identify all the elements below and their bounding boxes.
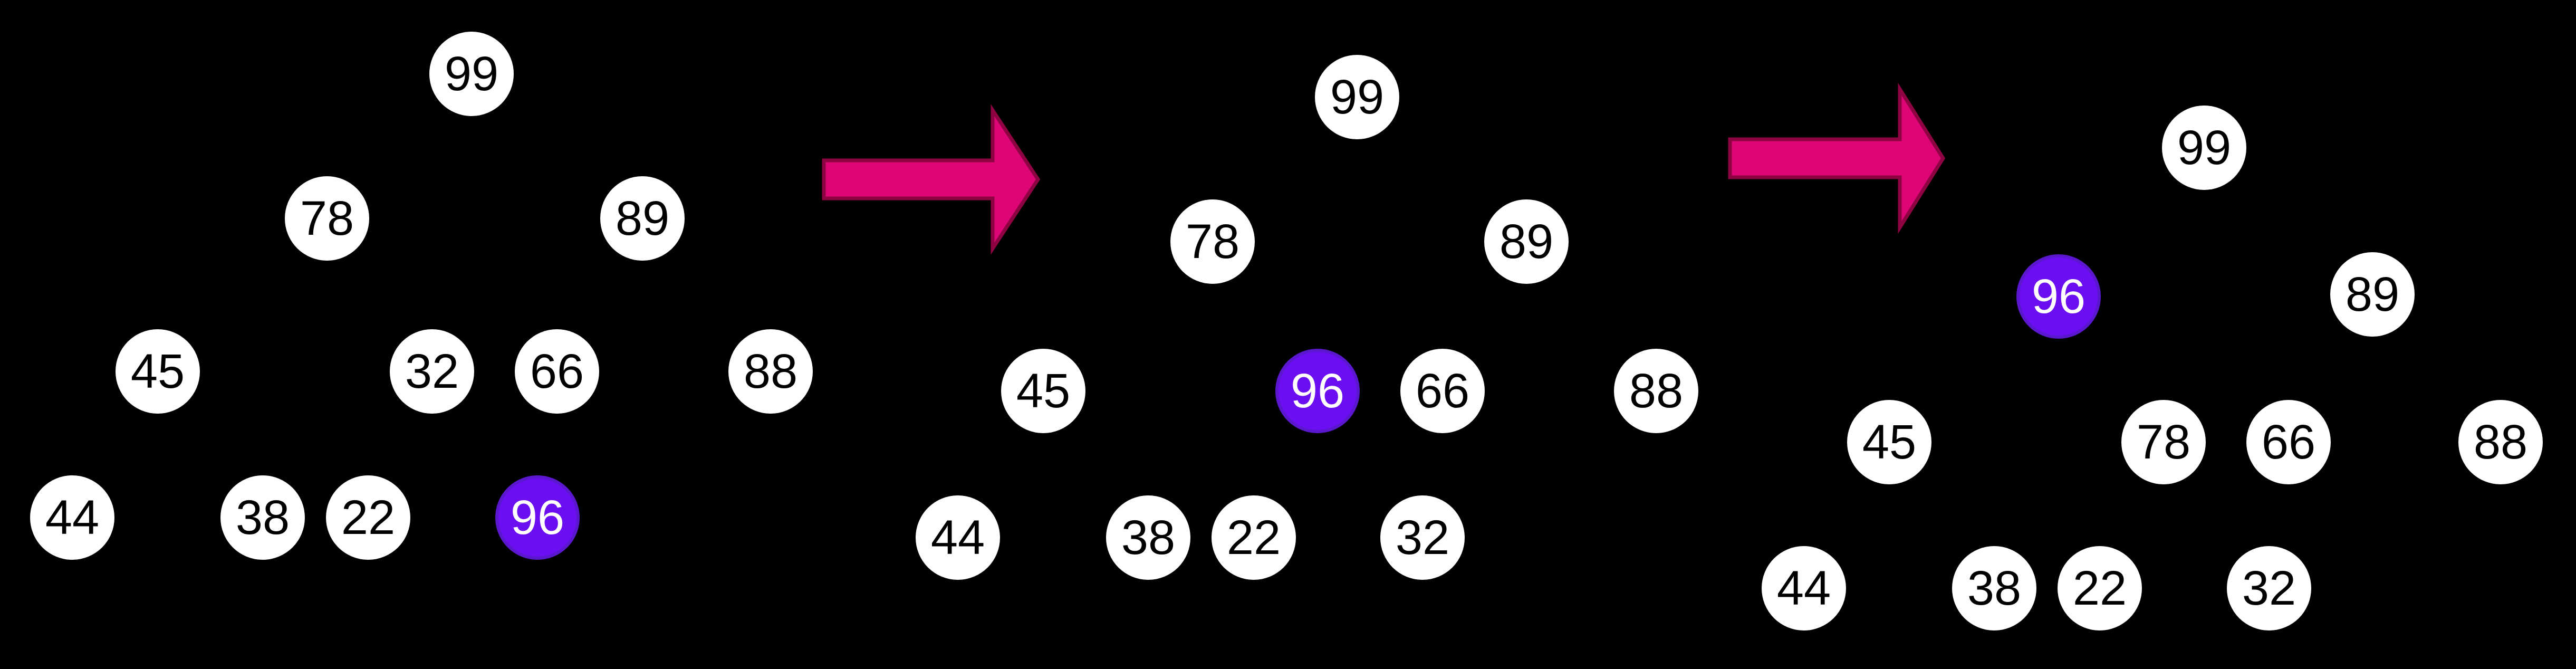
transition-arrow-1-icon [822, 104, 1041, 255]
transition-arrow-2-icon [1728, 82, 1946, 234]
